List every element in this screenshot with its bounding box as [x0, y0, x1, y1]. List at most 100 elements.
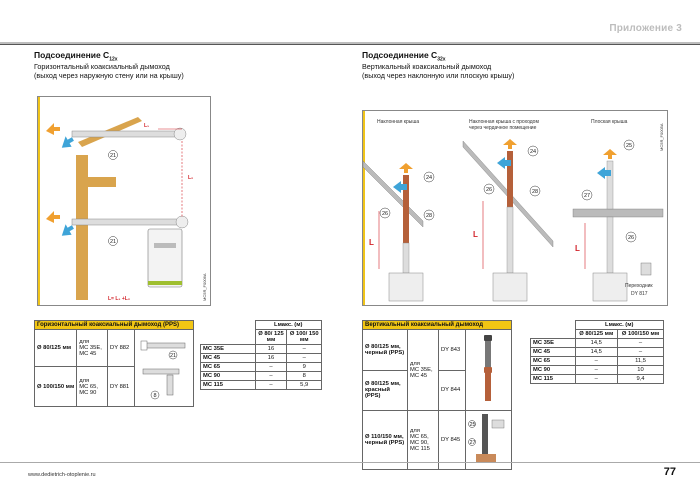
exhaust-arrow-icon	[46, 123, 60, 135]
air-inlet-arrow-icon	[597, 167, 611, 179]
right-title-text: Подсоединение C	[362, 50, 438, 60]
flat-roof	[572, 208, 664, 218]
code-cell: DY 844	[438, 369, 466, 411]
left-title-text: Подсоединение C	[34, 50, 110, 60]
value-cell: –	[574, 374, 618, 384]
air-inlet-arrow-icon	[497, 157, 511, 169]
model-cell: MC 45	[200, 353, 256, 363]
chimney-pipe-2	[507, 151, 513, 207]
value-cell: –	[254, 362, 288, 372]
right-subtitle-line1: Вертикальный коаксиальный дымоход	[362, 62, 492, 71]
pipe-lower-1	[402, 242, 410, 274]
left-subtitle-line2: (выход через наружную стену или на крышу…	[34, 71, 184, 80]
dim-cell: Ø 80/125 мм, красный (PPS)	[362, 369, 408, 411]
model-cell: MC 65	[200, 362, 256, 372]
value-cell: –	[254, 371, 288, 381]
pipe-image-cell: 25 27	[465, 410, 512, 470]
adapter-label: Переходник	[625, 283, 653, 289]
value-cell: 9	[286, 362, 322, 372]
model-cell: MC 35E	[530, 338, 576, 348]
boiler-shape	[147, 228, 183, 288]
left-section-title: Подсоединение C12x	[34, 50, 118, 63]
chimney-pipe-1	[403, 175, 409, 243]
for-label: для	[79, 339, 90, 346]
pipe-accessory-icon: 21 8	[140, 340, 186, 400]
callout-21-top: 21	[110, 153, 116, 159]
callout-27: 27	[584, 193, 590, 199]
boiler-base	[148, 281, 182, 285]
pipe-lower-3	[606, 216, 614, 274]
caption-attic-line1: Наклонная крыша с проходом	[469, 119, 539, 125]
value-cell: –	[286, 344, 322, 354]
appendix-title: Приложение 3	[609, 23, 682, 34]
horizontal-flue-diagram: 21 21 L₁ L₂ L= L₁ +L₂ MC5R_F0006A	[37, 96, 211, 306]
model-cell: MC 115	[200, 380, 256, 390]
left-title-sub: 12x	[109, 56, 118, 63]
dim-l-1: L	[369, 238, 374, 247]
code-cell: DY 843	[438, 329, 466, 371]
callout-21: 21	[170, 353, 176, 359]
callout-24: 24	[530, 149, 536, 155]
wall-top-shape	[88, 177, 116, 187]
lmax-header: Lмакс. (м)	[574, 320, 664, 330]
value-cell: 9,4	[616, 374, 665, 384]
callout-27: 27	[470, 440, 476, 446]
chimney-pipe-3	[606, 160, 614, 210]
dim-l1: L₁	[144, 123, 149, 129]
model-cell: MC 90	[200, 371, 256, 381]
value-cell: –	[616, 347, 665, 357]
pipe-image-cell: 21 8	[134, 329, 194, 407]
footer-url[interactable]: www.dedietrich-otoplenie.ru	[28, 472, 96, 478]
callout-26: 26	[382, 211, 388, 217]
adapter-code: DY 817	[631, 291, 648, 297]
caption-attic-line2: через чердачное помещение	[469, 125, 537, 131]
code-cell: DY 882	[107, 328, 135, 368]
code-cell: DY 845	[438, 410, 466, 470]
right-table-header: Вертикальный коаксиальный дымоход	[362, 320, 512, 330]
roof-1	[363, 160, 424, 228]
models-label: MC 65, MC 90, MC 115	[410, 434, 430, 452]
dim-l-3: L	[575, 244, 580, 253]
horizontal-flue-drawing: 21 21 L₁ L₂ L= L₁ +L₂ MC5R_F0006A	[46, 117, 207, 302]
model-cell: MC 35E	[200, 344, 256, 354]
value-cell: 10	[616, 365, 665, 375]
model-cell: MC 90	[530, 365, 576, 375]
value-cell: 16	[254, 353, 288, 363]
air-inlet-arrow-icon	[61, 224, 74, 236]
dim-cell: Ø 80/125 мм, черный (PPS)	[362, 329, 408, 371]
dim-cell: Ø 110/150 мм, черный (PPS)	[362, 410, 408, 470]
drawing-code: MC5R_F0006A	[202, 273, 207, 301]
for-label: для	[79, 377, 90, 384]
vertical-flue-diagram: Наклонная крыша Наклонная крыша с проход…	[362, 110, 668, 306]
model-cell: MC 115	[530, 374, 576, 384]
value-cell: 11,5	[616, 356, 665, 366]
lower-flue-pipe	[71, 218, 185, 226]
caption-flat-roof: Плоская крыша	[591, 119, 628, 125]
pipe-lower-2	[506, 206, 514, 274]
col-100: Ø 100/150 мм	[616, 329, 665, 339]
boiler-1	[388, 272, 424, 302]
models-label: MC 35E, MC 45	[79, 345, 102, 358]
callout-circle	[108, 150, 118, 160]
callout-26: 26	[486, 187, 492, 193]
dim-sum: L= L₁ +L₂	[108, 296, 130, 302]
upper-flue-pipe	[71, 130, 183, 138]
pipe-image-cell	[465, 329, 512, 411]
boiler-panel	[154, 243, 176, 248]
col-80: Ø 80/125 мм	[574, 329, 618, 339]
exhaust-arrow-icon	[503, 139, 517, 149]
value-cell: 16	[254, 344, 288, 354]
col-80: Ø 80/ 125 мм	[254, 329, 288, 345]
right-title-sub: 32x	[437, 56, 446, 63]
callout-25: 25	[470, 422, 476, 428]
air-inlet-arrow-icon	[61, 136, 74, 148]
vertical-flue-drawing: Наклонная крыша Наклонная крыша с проход…	[363, 119, 664, 302]
boiler-3	[592, 272, 628, 302]
value-cell: 5,9	[286, 380, 322, 390]
value-cell: –	[286, 353, 322, 363]
